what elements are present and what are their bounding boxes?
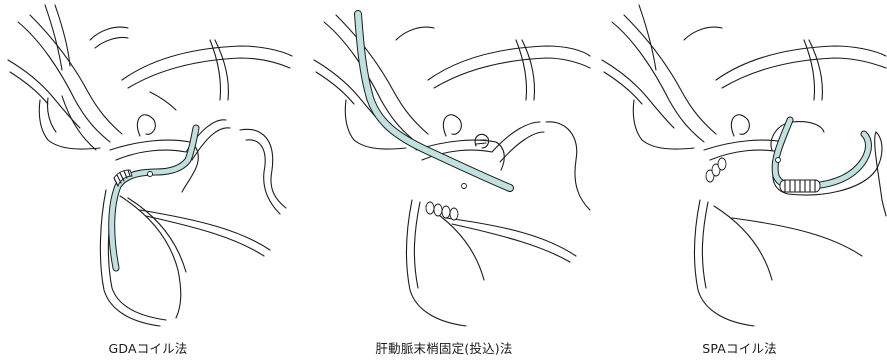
spa-coil-illustration	[592, 0, 887, 340]
catheter-marker	[776, 158, 781, 163]
gda-coil-illustration	[0, 0, 296, 340]
peripheral-fixation-illustration	[296, 0, 592, 340]
caption-peripheral-fixation: 肝動脈末梢固定(投込)法	[296, 338, 592, 357]
panel-peripheral-fixation: 肝動脈末梢固定(投込)法	[296, 0, 592, 363]
catheter	[112, 128, 196, 268]
catheter	[358, 14, 510, 188]
coil-mass	[780, 180, 820, 192]
coil-mass-left	[706, 158, 726, 182]
catheter-marker	[148, 172, 153, 177]
caption-gda-coil: GDAコイル法	[0, 338, 296, 357]
panel-gda-coil: GDAコイル法	[0, 0, 296, 363]
panel-spa-coil: SPAコイル法	[592, 0, 887, 363]
hepatic-artery-tree	[602, 5, 886, 326]
catheter	[775, 120, 868, 187]
caption-spa-coil: SPAコイル法	[592, 338, 887, 357]
hepatic-artery-tree	[8, 5, 292, 326]
catheter-marker	[462, 184, 467, 189]
hepatic-artery-tree	[314, 15, 590, 326]
